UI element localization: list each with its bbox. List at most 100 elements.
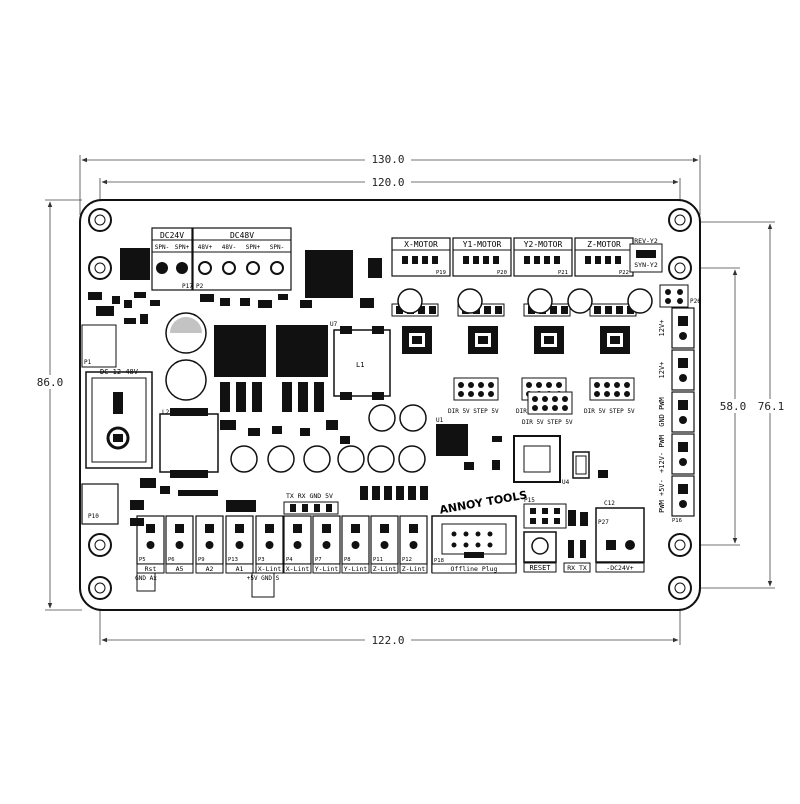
bottom-header-label: A5 [176, 565, 184, 573]
right-header: PWM +5V- P16 [658, 475, 695, 524]
bottom-header: Y-Lint P8 [341, 515, 370, 574]
motor-ref: P22 [619, 270, 629, 276]
motor-label: X-MOTOR [404, 240, 438, 249]
right-header-label: +12V- PWM [658, 435, 666, 473]
header-p26: P26 [659, 284, 701, 308]
bottom-header: Z-Lint P12 [399, 515, 428, 574]
bottom-header-ref: P3 [258, 557, 265, 563]
dim-left: 86.0 [37, 376, 64, 389]
dir-step-header: DIR 5V STEP 5V [448, 377, 499, 415]
ref-l1: L1 [356, 361, 364, 369]
motor-connector: Z-MOTOR P22 [574, 237, 634, 277]
dc24v-pin-1: SPN- [155, 244, 169, 251]
dc24v-label: DC24V [160, 231, 184, 240]
ref-p1: P1 [84, 359, 92, 366]
driver-chip [589, 303, 637, 354]
reset-button: RESET [523, 531, 557, 573]
right-headers: 12V+P2312V+P24GND PWMP25+12V- PWMP14PWM … [658, 307, 695, 524]
bottom-header: Rst P5 [136, 515, 165, 574]
dim-top-outer: 130.0 [371, 153, 404, 166]
offline-plug-label: Offline Plug [451, 565, 498, 573]
bottom-header-ref: P5 [139, 557, 146, 563]
dir-step-header: DIR 5V STEP 5V [522, 391, 573, 426]
dim-right-outer: 76.1 [758, 400, 785, 413]
bottom-header: X-Lint P3 [255, 515, 284, 574]
offline-plug [431, 515, 517, 573]
bottom-header-label: X-Lint [258, 565, 282, 573]
syn-y2-label: SYN-Y2 [634, 261, 658, 269]
dc48v-pin-1: 48V+ [198, 244, 213, 251]
ref-p26: P26 [690, 298, 701, 305]
rx-tx-label: RX TX [567, 564, 587, 572]
bottom-header-label: Y-Lint [344, 565, 368, 573]
chip-u1 [436, 424, 468, 456]
bottom-header-label: Z-Lint [373, 565, 397, 573]
header-p15: P15 [523, 497, 567, 529]
mounting-holes [88, 208, 692, 600]
dir-step-label: DIR 5V STEP 5V [448, 408, 499, 415]
smd-components [88, 258, 608, 526]
bottom-headers: RstP5A5P6A2P9A1P13X-LintP3X-LintP4Y-Lint… [136, 515, 517, 574]
right-header-ref: P16 [672, 518, 682, 524]
ref-u4: U4 [562, 479, 570, 486]
motor-label: Z-MOTOR [587, 240, 621, 249]
dim-bottom: 122.0 [371, 634, 404, 647]
right-header-label: GND PWM [658, 397, 666, 427]
terminal-dc24v: DC24V SPN- SPN+ P17 [151, 227, 193, 291]
bottom-header-ref: P6 [168, 557, 175, 563]
ref-u1: U1 [436, 417, 444, 424]
ref-p17: P17 [182, 283, 193, 290]
dc48v-pin-2: 48V- [222, 244, 236, 251]
dc48v-pin-3: SPN+ [246, 244, 261, 251]
bottom-header-label: A1 [236, 565, 244, 573]
mosfets [214, 325, 328, 412]
bottom-header-label: Z-Lint [402, 565, 426, 573]
bottom-header-label: Rst [145, 565, 157, 573]
motor-ref: P20 [497, 270, 507, 276]
bottom-header-ref: P4 [286, 557, 293, 563]
dir-step-header: DIR 5V STEP 5V [584, 377, 635, 415]
power-switch: DC 12-48V [85, 368, 153, 469]
gnd-ax-label: GND Ax [135, 575, 157, 582]
bottom-header-label: Y-Lint [315, 565, 339, 573]
right-header-label: 12V+ [658, 320, 666, 337]
rx-tx-leds: RX TX [563, 540, 591, 573]
usb-connector-p10: P10 [81, 483, 119, 525]
bottom-header-label: A2 [206, 565, 214, 573]
ref-c12: C12 [604, 500, 615, 507]
dc48v-label: DC48V [230, 231, 254, 240]
gnd-ax-box: GND Ax [135, 572, 157, 592]
terminal-dc48v: DC48V 48V+ 48V- SPN+ SPN- P2 [192, 227, 292, 291]
dir-step-headers: DIR 5V STEP 5V DIR 5V STEP 5V DIR 5V STEP … [448, 377, 635, 426]
inductor-block-top [305, 250, 353, 298]
dir-step-label: DIR 5V STEP 5V [584, 408, 635, 415]
right-header-label: 12V+ [658, 362, 666, 379]
right-header-label: PWM +5V- [658, 479, 666, 513]
uart-label: TX RX GND 5V [286, 492, 333, 500]
plus5v-label: +5V GND S [247, 575, 280, 582]
terminal-p27: C12 P27 -DC24V+ [595, 500, 645, 573]
power-label: DC 12-48V [100, 368, 139, 376]
ref-p10: P10 [88, 513, 99, 520]
dc48v-pin-4: SPN- [270, 244, 284, 251]
reset-label: RESET [529, 564, 551, 572]
uart-header: TX RX GND 5V [283, 492, 339, 515]
dimension-labels: 130.0 120.0 122.0 86.0 58.0 76.1 [32, 153, 788, 647]
bottom-header-ref: P12 [402, 557, 412, 563]
plus5v-box: +5V GND S [247, 572, 280, 598]
bottom-header-ref: P8 [344, 557, 351, 563]
motor-ref: P19 [436, 270, 446, 276]
electrolytic-caps [165, 288, 653, 473]
